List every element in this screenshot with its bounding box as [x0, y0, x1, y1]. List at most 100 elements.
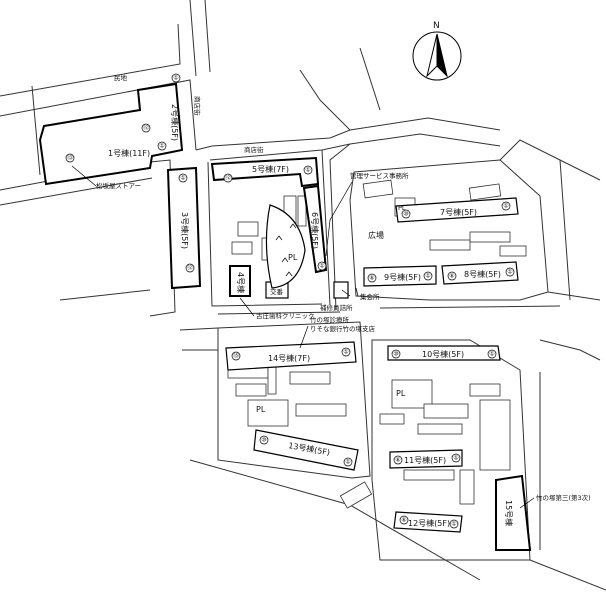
marker-6-bldg8: ⑥: [447, 271, 457, 281]
building-6-outline: [302, 184, 328, 274]
label-building-15: 15号棟: [504, 500, 514, 526]
label-clinic: 竹の塚診療所: [310, 315, 350, 324]
label-shopping-street-vertical: 商店街: [193, 96, 202, 116]
building-4-outline: [229, 265, 251, 297]
svg-text:①: ①: [507, 269, 512, 276]
marker-1-bldg14: ①: [341, 347, 351, 357]
marker-1-bldg3: ①: [178, 173, 188, 183]
label-building-9: 9号棟(5F): [384, 272, 421, 282]
building-3-outline: [166, 166, 202, 290]
marker-6-bldg11: ⑥: [393, 455, 403, 465]
svg-text:⑬: ⑬: [67, 154, 73, 162]
building-11-outline: [389, 449, 463, 469]
marker-1-bldg5: ①: [303, 165, 313, 175]
label-matsuzakaya: 松坂屋ストアー: [96, 181, 141, 190]
label-pl-center: PL: [288, 253, 298, 262]
svg-text:⑥: ⑥: [449, 273, 454, 280]
building-8-outline: [441, 261, 519, 285]
label-building-10: 10号棟(5F): [422, 349, 464, 359]
label-building-1: 1号棟(11F): [108, 148, 150, 158]
label-building-5: 5号棟(7F): [252, 164, 289, 174]
marker-12-bldg2: ⑫: [141, 124, 151, 133]
label-building-2: 2号棟(5F): [170, 104, 180, 141]
label-building-4: 4号棟: [236, 272, 246, 293]
svg-text:①: ①: [305, 167, 310, 174]
label-management-office: 管理サービス事務所: [350, 171, 409, 180]
marker-13-bldg1: ⑬: [65, 154, 75, 163]
building-5-outline: [210, 156, 320, 188]
building-7-outline: [395, 197, 519, 223]
marker-1-bldg1: ①: [157, 141, 167, 151]
marker-1-bldg9: ①: [423, 271, 433, 281]
svg-text:⑩: ⑩: [261, 437, 266, 444]
svg-text:①: ①: [503, 203, 508, 210]
marker-15-bldg14: ⑮: [231, 352, 241, 361]
marker-10-bldg10: ⑩: [391, 349, 401, 359]
label-building-14: 14号棟(7F): [268, 353, 310, 363]
building-labels: 1号棟(11F) 2号棟(5F) 3号棟(5F) 4号棟 5号棟(7F) 6号棟…: [108, 104, 514, 528]
svg-text:⑫: ⑫: [143, 124, 149, 132]
svg-text:①: ①: [319, 263, 324, 270]
buildings: [38, 82, 532, 551]
marker-6-bldg9: ⑥: [367, 273, 377, 283]
marker-1-bldg2: ①: [171, 73, 181, 83]
label-building-6: 6号棟(5F): [310, 212, 320, 249]
north-label: N: [433, 21, 440, 31]
svg-text:⑥: ⑥: [401, 517, 406, 524]
building-13-outline: [253, 429, 359, 471]
label-shopping-street-horizontal: 商店街: [244, 145, 264, 154]
svg-text:①: ①: [425, 273, 430, 280]
svg-text:⑮: ⑮: [233, 352, 239, 360]
label-dental-clinic: 古庄歯科クリニック: [256, 311, 315, 320]
label-building-3: 3号棟(5F): [180, 212, 190, 249]
label-takenotsuka3: 竹の塚第三(第3次): [536, 493, 591, 502]
marker-1-bldg6: ①: [317, 261, 327, 271]
building-9-outline: [363, 265, 437, 287]
marker-1-bldg8: ①: [505, 267, 515, 277]
label-pl-lower-left: PL: [256, 405, 266, 414]
north-compass: N: [412, 21, 462, 81]
building-12-outline: [393, 511, 463, 533]
leader-lines: [71, 165, 535, 509]
svg-text:⑫: ⑫: [225, 174, 231, 182]
label-pl-lower-right: PL: [396, 389, 406, 398]
svg-text:①: ①: [453, 455, 458, 462]
label-pl-mgmt: PL: [398, 204, 406, 212]
svg-text:⑩: ⑩: [403, 211, 408, 218]
marker-12-bldg5: ⑫: [223, 174, 233, 183]
place-labels: 民地 商店街 商店街 松坂屋ストアー 管理サービス事務所 広場 PL PL PL…: [96, 73, 591, 502]
building-10-outline: [387, 345, 501, 361]
marker-12-bldg3: ⑫: [185, 264, 195, 273]
svg-text:①: ①: [451, 521, 456, 528]
svg-text:①: ①: [159, 143, 164, 150]
repair-station-box: [333, 281, 349, 299]
circled-markers: ① ⑫ ① ⑬ ① ⑫ ⑫ ① ① ⑩ ① ⑥ ① ⑥ ① ⑮ ① ⑩ ① ⑩ …: [65, 73, 515, 529]
label-police: 交番: [270, 287, 284, 296]
playground-area: [265, 204, 306, 289]
label-repair-station: 補修員詰所: [320, 303, 353, 312]
label-building-11: 11号棟(5F): [404, 455, 446, 465]
marker-6-bldg12: ⑥: [399, 515, 409, 525]
svg-text:①: ①: [173, 75, 178, 82]
marker-1-bldg7: ①: [501, 201, 511, 211]
svg-text:①: ①: [489, 351, 494, 358]
label-building-8: 8号棟(5F): [464, 269, 501, 279]
label-plaza: 広場: [368, 230, 384, 240]
svg-text:①: ①: [345, 459, 350, 466]
marker-1-bldg13: ①: [343, 457, 353, 467]
label-assembly-hall: 集会所: [360, 292, 380, 301]
marker-10-bldg7: ⑩: [401, 209, 411, 219]
svg-text:⑥: ⑥: [395, 457, 400, 464]
label-building-7: 7号棟(5F): [440, 207, 477, 217]
svg-text:⑥: ⑥: [369, 275, 374, 282]
marker-1-bldg10: ①: [487, 349, 497, 359]
label-building-12: 12号棟(5F): [408, 518, 450, 528]
building-14-outline: [225, 341, 357, 371]
building-15-outline: [495, 474, 532, 551]
svg-text:⑩: ⑩: [393, 351, 398, 358]
marker-1-bldg12: ①: [449, 519, 459, 529]
label-bank: りそな銀行竹の塚支店: [310, 324, 376, 333]
label-vacant-lot: 民地: [114, 73, 128, 82]
svg-text:①: ①: [343, 349, 348, 356]
